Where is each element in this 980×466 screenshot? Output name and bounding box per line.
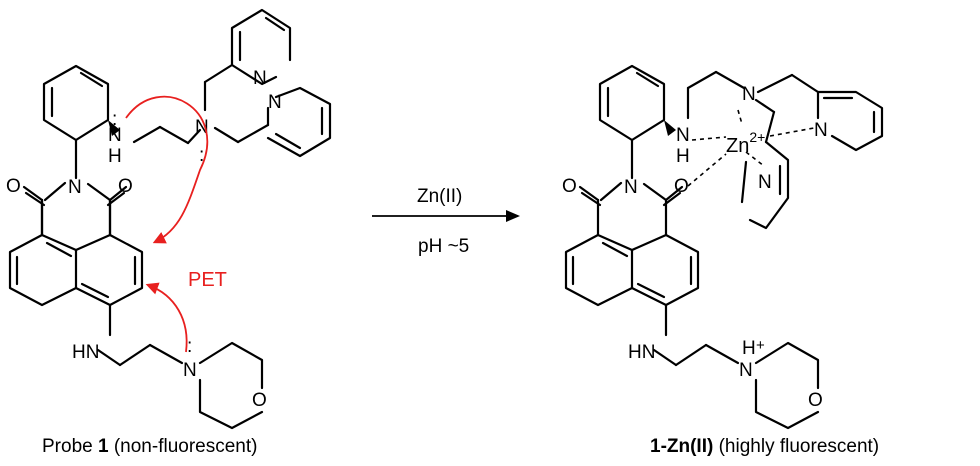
- complex-n-imide: N: [624, 177, 638, 198]
- probe-double-bond: [274, 132, 302, 150]
- probe-double-bond: [79, 71, 104, 88]
- probe-o-right: O: [118, 176, 133, 197]
- complex-o-left: O: [562, 176, 577, 197]
- probe-bond: [203, 63, 234, 84]
- complex-o-morpholine: O: [808, 390, 823, 411]
- complex-naphthalene-left: [564, 233, 634, 307]
- probe-nh-aryl-h: H: [108, 146, 122, 167]
- pet-arrow-upper: [125, 95, 208, 244]
- complex-carbonyl-right-2: [662, 191, 682, 207]
- complex-pyridine-right: [816, 90, 884, 152]
- probe-lone-pair: :: [112, 109, 117, 130]
- complex-h-morpholine: H: [742, 338, 756, 359]
- probe-bond: [96, 348, 122, 367]
- complex-bond: [764, 110, 776, 144]
- probe-double-bond: [80, 282, 110, 299]
- complex-phenyl-ring: [598, 64, 666, 142]
- reagent-label: Zn(II): [417, 186, 462, 207]
- probe-double-bond: [264, 16, 286, 32]
- probe-n-pyridine-right: N: [268, 92, 282, 113]
- complex-pyridine-lower: [740, 140, 790, 230]
- probe-carbonyl-left-2: [24, 191, 46, 207]
- complex-double-bond: [636, 282, 666, 299]
- probe-nh-aryl-n: N: [108, 125, 122, 146]
- complex-nh-aryl-n: N: [676, 125, 690, 146]
- complex-bond: [704, 343, 740, 365]
- complex-o-right: O: [674, 176, 689, 197]
- probe-bond: [186, 128, 202, 145]
- reaction-arrow-group: Zn(II) pH ~5: [372, 186, 520, 257]
- probe-n-imide: N: [68, 177, 82, 198]
- complex-carbonyl-left-2: [580, 191, 602, 207]
- complex-zn: Zn2+: [726, 129, 765, 157]
- complex-plus-morpholine: +: [756, 337, 765, 354]
- complex-naphthalene-right: [630, 233, 700, 307]
- probe-naphthalene-right: [74, 233, 144, 307]
- complex-bond: [686, 70, 718, 90]
- probe-bond: [236, 123, 270, 144]
- complex-structure: N N H Zn2+ N N N O O HN H + N O 1-Zn(II)…: [562, 64, 884, 457]
- probe-phenyl-ring: [42, 64, 110, 142]
- probe-caption: Probe 1 (non-fluorescent): [42, 436, 257, 457]
- probe-lone-pair: :: [187, 336, 192, 357]
- complex-n-tertiary: N: [742, 84, 756, 105]
- probe-bond: [148, 343, 184, 365]
- complex-bond: [790, 73, 820, 94]
- complex-carbonyl-left: [578, 185, 600, 202]
- complex-n-pyridine-lower: N: [758, 172, 772, 193]
- complex-bond: [652, 348, 678, 367]
- probe-pyridine-top: [230, 8, 292, 86]
- probe-hn-amine: HN: [72, 342, 99, 363]
- complex-nh-aryl-h: H: [676, 146, 690, 167]
- complex-bond: [756, 73, 794, 94]
- coord-bond-nh: [691, 136, 727, 141]
- coord-bond-n-tertiary: [737, 109, 743, 125]
- complex-double-bond: [635, 71, 660, 88]
- probe-o-morpholine: O: [252, 390, 267, 411]
- complex-bond: [714, 70, 746, 90]
- probe-naphthalene-left: [8, 233, 78, 307]
- probe-carbonyl-right-2: [106, 191, 126, 207]
- complex-carbonyl-right: [664, 185, 684, 202]
- probe-carbonyl-right: [108, 185, 128, 202]
- probe-bond: [158, 125, 190, 145]
- condition-label: pH ~5: [418, 236, 469, 257]
- probe-n-morpholine: N: [183, 360, 197, 381]
- complex-caption: 1-Zn(II) (highly fluorescent): [650, 436, 879, 457]
- probe-bond: [132, 125, 162, 144]
- probe-o-left: O: [6, 176, 21, 197]
- probe-pyridine-right: [266, 86, 332, 158]
- probe-bond: [213, 126, 240, 144]
- probe-morpholine-ring: [198, 341, 264, 430]
- complex-n-morpholine: N: [739, 360, 753, 381]
- probe-lone-pair: :: [199, 145, 204, 166]
- probe-n-tertiary: N: [195, 117, 209, 138]
- probe-wedge-bond: [108, 120, 120, 136]
- probe-structure: N N N : : N H N O O HN N : O PET Probe 1…: [6, 8, 332, 457]
- pet-label: PET: [188, 269, 227, 291]
- reaction-arrowhead: [506, 210, 520, 222]
- probe-double-bond: [45, 241, 73, 258]
- coord-bond-pyridine-lower: [745, 151, 765, 167]
- probe-bond: [118, 343, 152, 367]
- probe-n-pyridine-top: N: [253, 68, 267, 89]
- coord-bond-carbonyl: [687, 153, 727, 187]
- complex-wedge-bond: [664, 120, 676, 136]
- complex-morpholine-ring: [754, 341, 820, 430]
- probe-carbonyl-left: [22, 185, 44, 202]
- pet-arrow-lower: [145, 282, 188, 353]
- coord-bond-pyridine-right: [769, 127, 815, 137]
- complex-hn-amine: HN: [628, 342, 655, 363]
- complex-bond: [754, 98, 776, 114]
- complex-n-pyridine-right: N: [814, 120, 828, 141]
- complex-double-bond: [601, 241, 629, 258]
- complex-bond: [674, 343, 708, 367]
